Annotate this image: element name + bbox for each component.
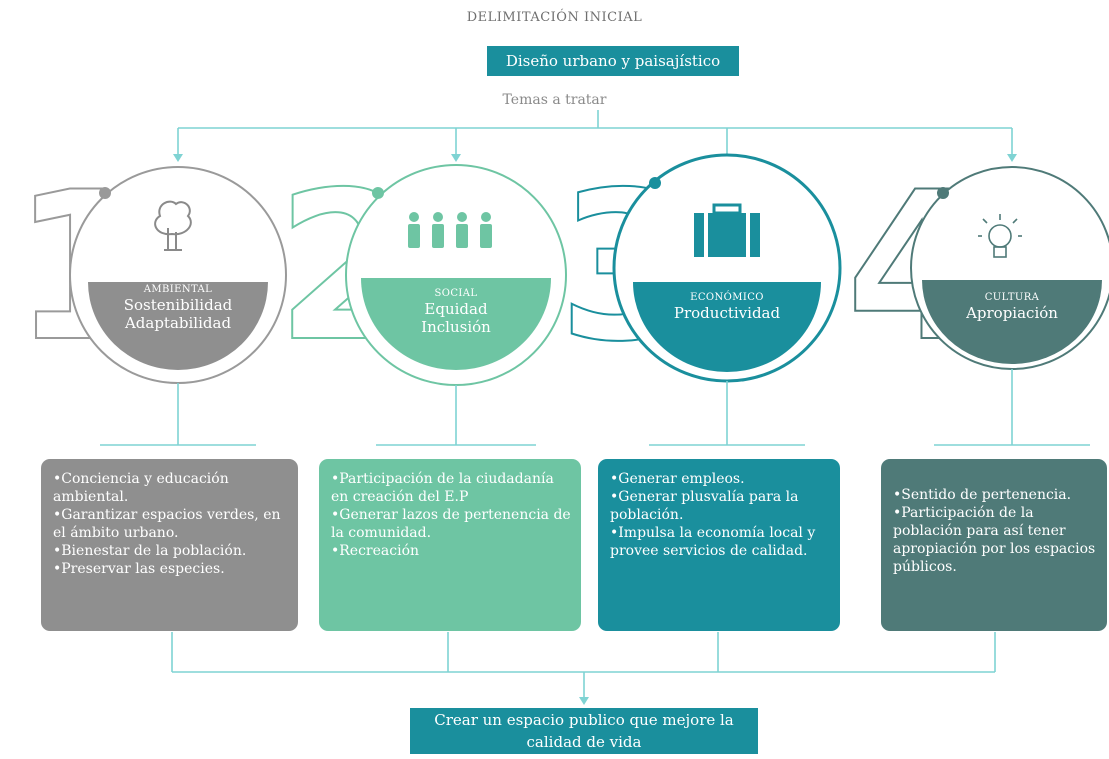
list-item: Sentido de pertenencia. [893,487,1097,505]
list-item: Generar lazos de pertenencia de la comun… [331,507,571,543]
mid-connectors [100,369,1090,446]
main-topic-banner: Diseño urbano y paisajístico [487,46,739,76]
briefcase-icon [694,203,760,257]
category-title-social: SOCIAL Equidad Inclusión [361,288,551,336]
semicircle-social [361,278,551,370]
goal-line-1: Crear un espacio publico que mejore la [434,711,734,729]
category-title-cultura: CULTURA Apropiación [922,292,1102,322]
arrow-down-icon [1007,154,1017,162]
category-label: CULTURA [984,292,1040,303]
semicircle-ambiental [88,282,268,370]
card-social: Participación de la ciudadanía en creaci… [319,459,581,631]
semicircle-cultura [922,280,1102,364]
card-economico: Generar empleos. Generar plusvalía para … [598,459,840,631]
people-icon [408,212,492,248]
list-item: Impulsa la economía local y provee servi… [610,525,830,561]
list-item: Participación de la ciudadanía en creaci… [331,471,571,507]
list-item: Generar empleos. [610,471,830,489]
arrow-down-icon [579,697,589,705]
top-connector [177,110,1013,156]
category-value: Adaptabilidad [124,314,232,332]
arrow-down-icon [173,154,183,162]
category-title-economico: ECONÓMICO Productividad [633,292,821,322]
category-title-ambiental: AMBIENTAL Sostenibilidad Adaptabilidad [88,284,268,332]
category-value: Productividad [673,304,781,322]
diagram-title: DELIMITACIÓN INICIAL [466,10,643,25]
accent-dot [649,177,661,189]
tree-icon [154,200,192,251]
bottom-connector [171,632,996,698]
list-item: Conciencia y educación ambiental. [53,471,288,507]
category-value: Sostenibilidad [123,296,233,314]
accent-dot [372,187,384,199]
lightbulb-icon [978,214,1022,258]
category-label: ECONÓMICO [690,292,764,303]
list-item: Preservar las especies. [53,561,288,579]
accent-dot [937,187,949,199]
card-ambiental: Conciencia y educación ambiental. Garant… [41,459,298,631]
category-value: Apropiación [966,304,1058,322]
accent-dot [99,187,111,199]
category-label: SOCIAL [434,288,478,299]
list-item: Recreación [331,543,571,561]
category-value: Equidad [424,300,488,318]
category-value: Inclusión [421,318,491,336]
topics-label: Temas a tratar [502,92,607,108]
list-item: Generar plusvalía para la población. [610,489,830,525]
card-cultura: Sentido de pertenencia. Participación de… [881,459,1107,631]
arrow-down-icon [451,154,461,162]
category-label: AMBIENTAL [143,284,213,295]
goal-banner: Crear un espacio publico que mejore la c… [410,708,758,754]
goal-line-2: calidad de vida [526,733,642,751]
list-item: Garantizar espacios verdes, en el ámbito… [53,507,288,543]
list-item: Bienestar de la población. [53,543,288,561]
list-item: Participación de la población para así t… [893,505,1097,577]
semicircle-economico [633,282,821,372]
